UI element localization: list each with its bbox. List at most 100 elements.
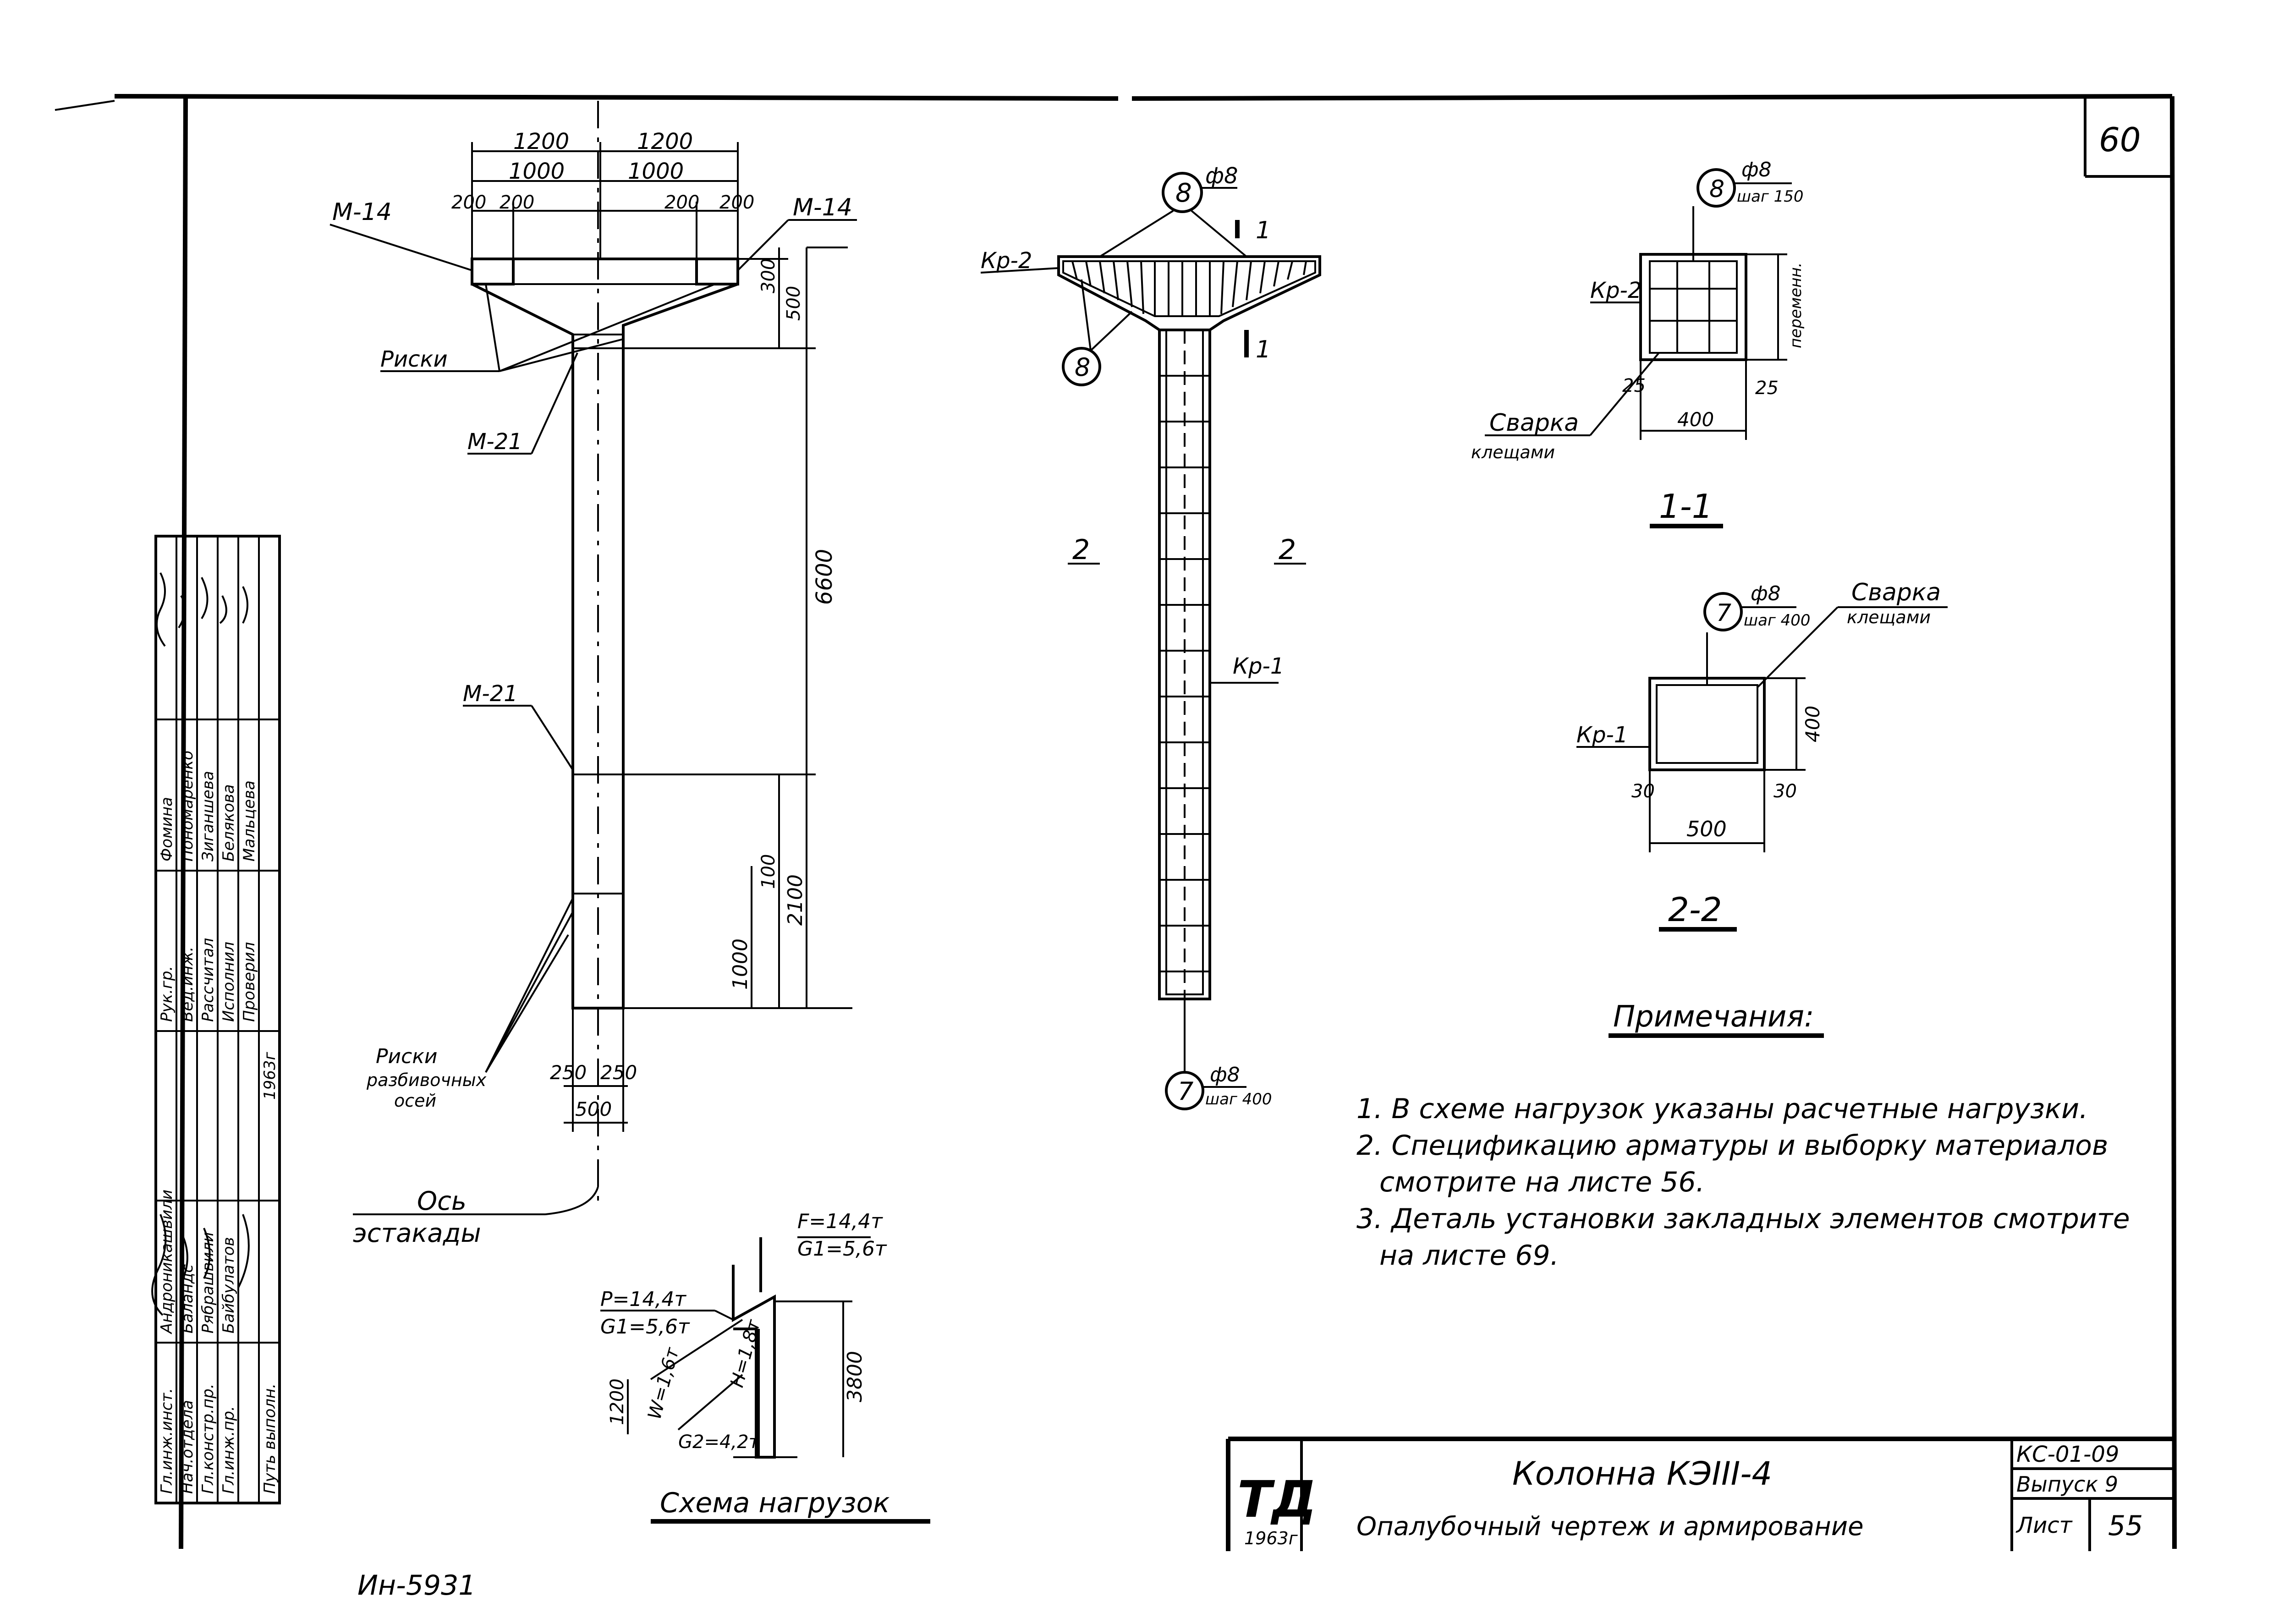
side-name-2: Баландс — [178, 1264, 197, 1333]
dim-mid-right: 1000 — [628, 159, 684, 184]
title-block: ТД 1963г Колонна КЭIII-4 Опалубочный чер… — [357, 1437, 2174, 1602]
sheet-title: Колонна КЭIII-4 — [1512, 1455, 1772, 1492]
side-date: 1963г — [261, 1051, 279, 1100]
rebar-view: 8 ф8 8 Кр-2 1 1 2 2 Кр-1 7 ф8 шаг 400 — [980, 163, 1321, 1110]
dim-right-500: 500 — [783, 286, 804, 321]
sec11-caption: 1-1 — [1659, 487, 1713, 526]
dim-top-right: 1200 — [637, 129, 693, 154]
side-name-3: Рябрашвили — [199, 1232, 217, 1333]
sec11-step: шаг 150 — [1737, 187, 1804, 206]
load-p: Р=14,4т — [600, 1288, 686, 1311]
dim-right-2100: 2100 — [784, 874, 807, 926]
sec22-weld-2: клещами — [1847, 607, 1931, 627]
pos8-circle-lower — [1062, 347, 1101, 386]
sec1-mark-top: 1 — [1256, 217, 1271, 244]
side-role-5: Рук.гр. — [158, 966, 176, 1022]
sheet-issue: Выпуск 9 — [2016, 1472, 2118, 1497]
note-line-3: смотрите на листе 56. — [1379, 1166, 1705, 1198]
load-scheme-caption: Схема нагрузок — [660, 1487, 889, 1519]
sec2-mark-right: 2 — [1279, 534, 1296, 566]
label-riski-axes-2: разбивочных — [366, 1070, 487, 1090]
sec22-pos: 7 — [1716, 599, 1731, 627]
dim-small-1: 200 — [451, 192, 486, 213]
label-m21-bottom: М-21 — [463, 681, 518, 707]
side-signature-block: Гл.инж.инст. Нач.отдела Гл.констр.пр. Гл… — [151, 535, 281, 1504]
sec11-dim-25-right: 25 — [1755, 378, 1779, 399]
load-dim-right: 3800 — [843, 1351, 867, 1402]
note-line-1: 1. В схеме нагрузок указаны расчетные на… — [1356, 1093, 2088, 1125]
sec11-dim-400: 400 — [1677, 408, 1714, 431]
sec22-pos-circle — [1703, 592, 1743, 631]
pos8-number: 8 — [1175, 178, 1192, 208]
dim-mid-left: 1000 — [509, 159, 565, 184]
notes-heading: Примечания: — [1613, 1000, 1814, 1034]
dim-top-left: 1200 — [513, 129, 569, 154]
load-f: F=14,4т — [797, 1210, 883, 1233]
side-role-8: Исполнил — [220, 942, 238, 1022]
dim-right-6600: 6600 — [812, 549, 837, 605]
sheet-code: КС-01-09 — [2016, 1442, 2119, 1467]
sec22-dim-400: 400 — [1801, 706, 1824, 742]
pos7-dia: ф8 — [1210, 1063, 1240, 1086]
side-name-5: Фомина — [158, 797, 176, 861]
section-2-2: 7 ф8 шаг 400 Сварка клещами Кр-1 400 30 … — [1576, 579, 1948, 932]
sec22-dim-500: 500 — [1686, 817, 1727, 841]
sec11-pos-circle — [1697, 168, 1736, 208]
sheet-list-label: Лист — [2015, 1513, 2073, 1538]
side-name-6: Пономаренко — [178, 751, 197, 861]
dim-small-4: 200 — [719, 192, 754, 213]
side-role-3: Гл.констр.пр. — [199, 1383, 217, 1494]
label-m14-left: М-14 — [332, 198, 392, 226]
side-role-6: Вед.инж. — [178, 947, 197, 1022]
sec22-dia: ф8 — [1751, 582, 1781, 605]
load-w: W=1,6т — [644, 1345, 683, 1422]
dim-bottom-500: 500 — [575, 1098, 612, 1120]
label-riski-axes-1: Риски — [376, 1045, 438, 1068]
side-role-4: Гл.инж.пр. — [220, 1406, 238, 1494]
pos7-step: шаг 400 — [1205, 1090, 1272, 1108]
dim-small-3: 200 — [664, 192, 699, 213]
sheet-frame — [55, 94, 2177, 1549]
sheet-list-number: 55 — [2108, 1510, 2143, 1542]
sec11-weld-2: клещами — [1471, 442, 1555, 462]
sec22-dim-30-right: 30 — [1773, 781, 1797, 802]
side-name-9: Мальцева — [240, 780, 258, 861]
axis-label-1: Ось — [417, 1186, 467, 1216]
sec2-mark-left: 2 — [1072, 534, 1090, 566]
sheet-number-box: 60 — [2084, 96, 2172, 178]
pos7-number: 7 — [1178, 1077, 1193, 1106]
label-riski: Риски — [380, 346, 448, 372]
side-role-1: Гл.инж.инст. — [158, 1388, 176, 1494]
formwork-view: 1200 1200 1000 1000 200 200 200 200 300 … — [329, 101, 857, 1248]
dim-right-1000: 1000 — [729, 938, 752, 990]
load-f-g: G1=5,6т — [797, 1237, 887, 1261]
side-name-7: Зиганшева — [199, 771, 217, 861]
note-line-2: 2. Спецификацию арматуры и выборку матер… — [1356, 1130, 2108, 1162]
sheet-number: 60 — [2099, 121, 2141, 159]
label-kr1: Кр-1 — [1233, 653, 1284, 679]
sheet-subtitle: Опалубочный чертеж и армирование — [1356, 1512, 1864, 1542]
pos8-circle — [1162, 172, 1203, 213]
section-1-1: 8 ф8 шаг 150 Кр-2 переменн. 25 25 400 Св… — [1471, 158, 1805, 528]
side-role-7: Рассчитал — [199, 938, 217, 1022]
dim-bottom-250-left: 250 — [550, 1061, 587, 1084]
pos8-dia: ф8 — [1205, 163, 1238, 189]
note-line-4: 3. Деталь установки закладных элементов … — [1356, 1203, 2130, 1235]
note-line-5: на листе 69. — [1379, 1240, 1559, 1272]
sec1-mark-bottom: 1 — [1256, 336, 1271, 363]
dim-right-100: 100 — [758, 854, 779, 889]
side-name-8: Белякова — [220, 784, 238, 861]
notes-block: Примечания: 1. В схеме нагрузок указаны … — [1356, 1000, 2130, 1272]
sec11-dia: ф8 — [1741, 158, 1772, 181]
axis-label-2: эстакады — [353, 1218, 481, 1248]
sec22-caption: 2-2 — [1668, 890, 1722, 929]
side-path-label: Путь выполн. — [261, 1383, 279, 1494]
dim-bottom-250-right: 250 — [600, 1061, 637, 1084]
load-p-g: G1=5,6т — [600, 1315, 690, 1339]
sec22-weld-1: Сварка — [1851, 579, 1941, 606]
load-g2: G2=4,2т — [678, 1432, 760, 1453]
pos8-number-lower: 8 — [1075, 353, 1090, 382]
dim-right-300: 300 — [758, 258, 779, 293]
label-m14-right: М-14 — [793, 194, 852, 221]
